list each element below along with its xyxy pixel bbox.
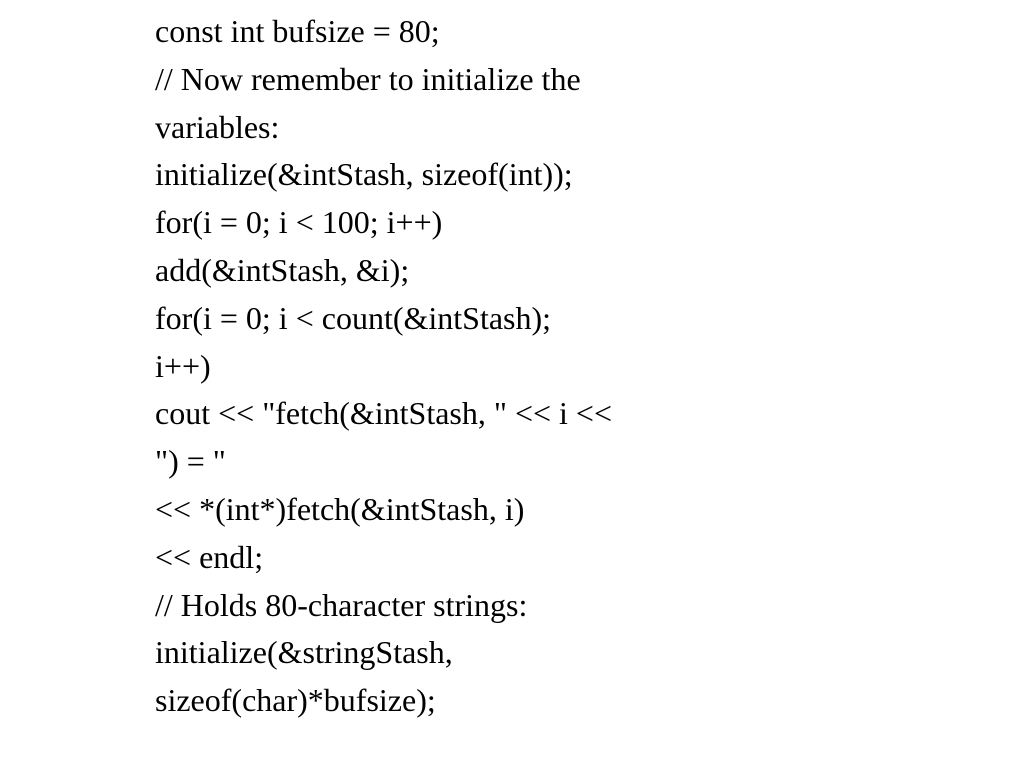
code-line: i++) (155, 347, 211, 384)
code-listing: const int bufsize = 80; // Now remember … (155, 8, 775, 725)
code-line: // Now remember to initialize the (155, 60, 581, 97)
code-line: << endl; (155, 538, 264, 575)
code-line: add(&intStash, &i); (155, 251, 410, 288)
code-line: ") = " (155, 443, 226, 480)
code-line: sizeof(char)*bufsize); (155, 682, 436, 719)
code-line: // Holds 80-character strings: (155, 586, 528, 623)
code-line: variables: (155, 108, 280, 145)
code-line: initialize(&intStash, sizeof(int)); (155, 156, 573, 193)
code-line: cout << "fetch(&intStash, " << i << (155, 395, 613, 432)
code-line: << *(int*)fetch(&intStash, i) (155, 490, 525, 527)
code-line: const int bufsize = 80; (155, 13, 440, 49)
code-line: for(i = 0; i < count(&intStash); (155, 299, 552, 336)
code-line: for(i = 0; i < 100; i++) (155, 204, 443, 241)
code-line: initialize(&stringStash, (155, 634, 453, 671)
